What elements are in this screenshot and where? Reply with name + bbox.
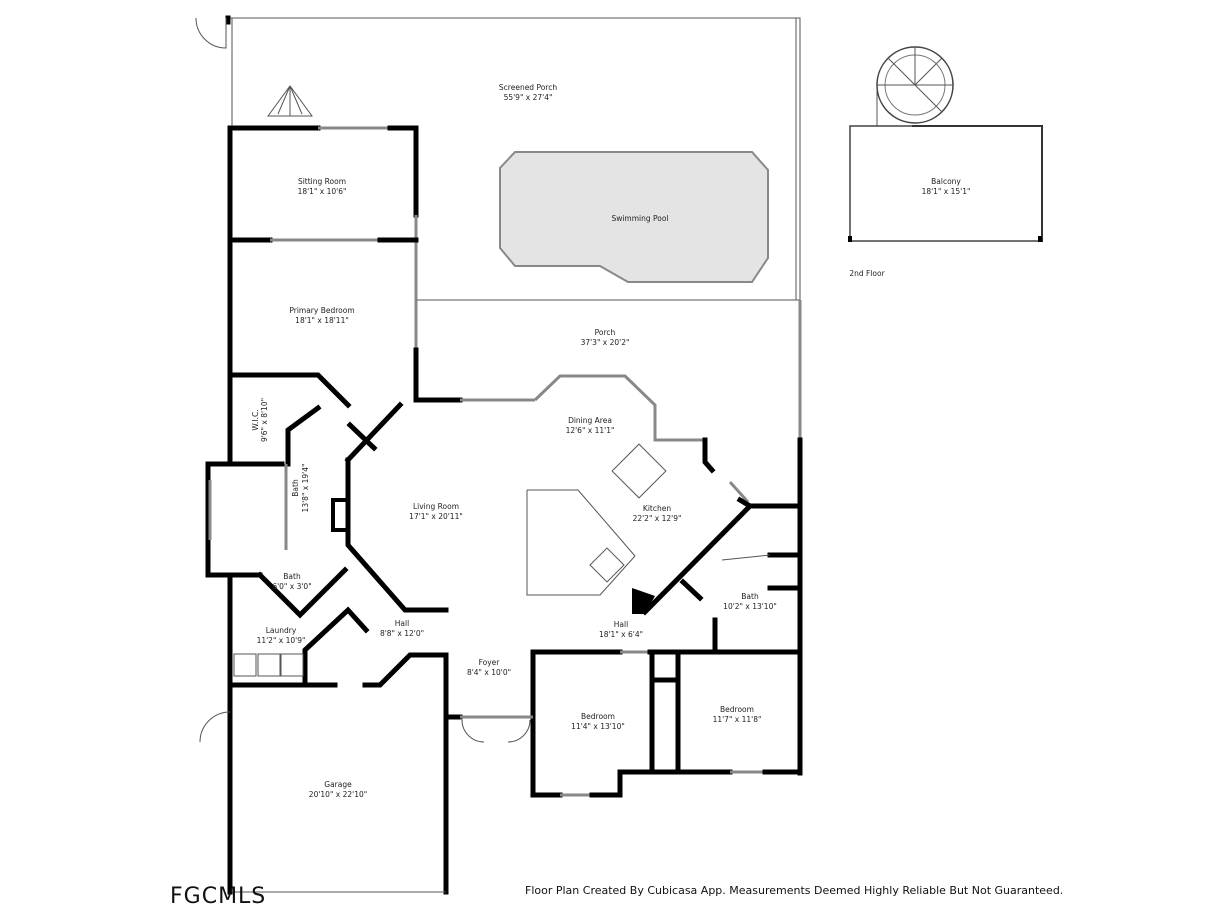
room-name-bath-right: Bath [741, 592, 759, 601]
room-name-swimming-pool: Swimming Pool [611, 214, 668, 223]
room-name-bath-primary: Bath [291, 479, 300, 497]
room-name-bath-small: Bath [283, 572, 301, 581]
room-size-primary-bedroom: 18'1" x 18'11" [295, 316, 349, 325]
logo: FGCMLS [170, 884, 267, 909]
room-name-hall-right: Hall [614, 620, 628, 629]
room-name-living-room: Living Room [413, 502, 459, 511]
room-size-hall-right: 18'1" x 6'4" [599, 630, 643, 639]
room-name-kitchen: Kitchen [643, 504, 671, 513]
balcony-outline [848, 46, 1043, 242]
room-name-porch: Porch [595, 328, 616, 337]
room-size-bath-small: 6'0" x 3'0" [272, 582, 311, 591]
room-size-bedroom-2: 11'7" x 11'8" [713, 715, 762, 724]
room-size-foyer: 8'4" x 10'0" [467, 668, 511, 677]
walls [199, 125, 803, 895]
room-size-bedroom-1: 11'4" x 13'10" [571, 722, 625, 731]
room-size-garage: 20'10" x 22'10" [309, 790, 367, 799]
room-size-laundry: 11'2" x 10'9" [257, 636, 306, 645]
floor-label: 2nd Floor [849, 269, 885, 278]
room-name-sitting-room: Sitting Room [298, 177, 346, 186]
screened-porch-outline [195, 15, 801, 300]
room-name-garage: Garage [324, 780, 352, 789]
room-size-kitchen: 22'2" x 12'9" [633, 514, 682, 523]
room-name-laundry: Laundry [266, 626, 297, 635]
room-size-balcony: 18'1" x 15'1" [922, 187, 971, 196]
room-name-foyer: Foyer [479, 658, 501, 667]
room-size-dining-area: 12'6" x 11'1" [566, 426, 615, 435]
room-size-sitting-room: 18'1" x 10'6" [298, 187, 347, 196]
room-name-screened-porch: Screened Porch [499, 83, 557, 92]
room-size-bath-right: 10'2" x 13'10" [723, 602, 777, 611]
room-name-dining-area: Dining Area [568, 416, 612, 425]
room-name-primary-bedroom: Primary Bedroom [289, 306, 354, 315]
footer-note: Floor Plan Created By Cubicasa App. Meas… [525, 884, 1064, 897]
room-size-porch: 37'3" x 20'2" [581, 338, 630, 347]
room-name-wic: W.I.C. [251, 409, 260, 430]
room-size-hall-left: 8'8" x 12'0" [380, 629, 424, 638]
room-name-balcony: Balcony [931, 177, 961, 186]
room-labels: Screened Porch 55'9" x 27'4" Sitting Roo… [251, 83, 970, 799]
room-name-hall-left: Hall [395, 619, 409, 628]
room-size-wic: 9'6" x 8'10" [260, 398, 269, 442]
room-name-bedroom-2: Bedroom [720, 705, 754, 714]
room-size-living-room: 17'1" x 20'11" [409, 512, 463, 521]
swimming-pool [499, 151, 769, 283]
room-size-screened-porch: 55'9" x 27'4" [504, 93, 553, 102]
room-size-bath-primary: 13'8" x 19'4" [301, 464, 310, 513]
room-name-bedroom-1: Bedroom [581, 712, 615, 721]
